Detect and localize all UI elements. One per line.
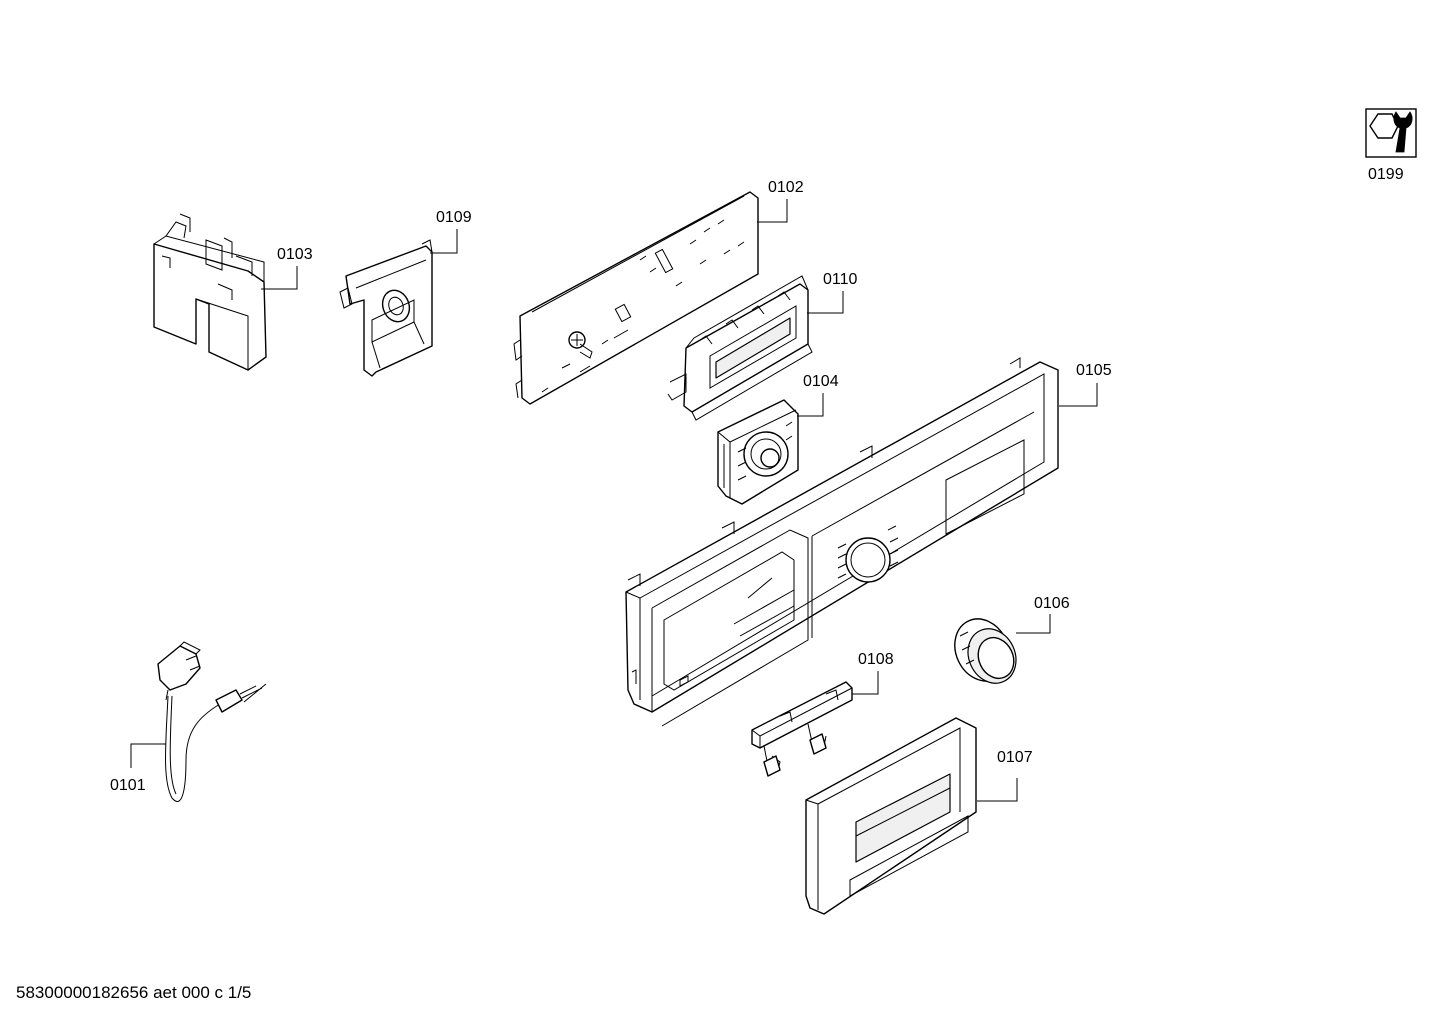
part-label-0105[interactable]: 0105 (1076, 362, 1112, 379)
part-0110-display-holder[interactable] (667, 275, 813, 421)
part-0103-module-box[interactable] (153, 213, 267, 371)
leader-0108 (852, 671, 879, 695)
part-label-0107[interactable]: 0107 (997, 749, 1033, 766)
leader-0106 (1016, 614, 1051, 634)
leader-0110 (807, 291, 844, 314)
leader-0102 (757, 199, 788, 223)
leader-0103 (261, 266, 298, 290)
part-label-0109[interactable]: 0109 (436, 209, 472, 226)
part-label-0103[interactable]: 0103 (277, 246, 313, 263)
part-0107-drawer-handle[interactable] (805, 717, 977, 915)
part-0109-bracket[interactable] (339, 239, 433, 377)
leader-0105 (1059, 383, 1098, 407)
part-label-0101[interactable]: 0101 (110, 777, 146, 794)
leader-0107 (977, 778, 1018, 802)
wrench-nut-icon[interactable] (1365, 108, 1417, 158)
document-id: 58300000182656 aet 000 c 1/5 (16, 983, 252, 1002)
part-label-0108[interactable]: 0108 (858, 651, 894, 668)
part-0106-knob[interactable] (945, 610, 1025, 691)
part-label-0106[interactable]: 0106 (1034, 595, 1070, 612)
part-label-0104[interactable]: 0104 (803, 373, 839, 390)
part-0102-control-pcb[interactable] (513, 191, 759, 405)
leader-0109 (430, 229, 458, 254)
part-0104-rotary-selector[interactable] (717, 399, 799, 505)
part-0108-small-bracket[interactable] (751, 681, 853, 777)
part-0101-power-cord[interactable] (157, 641, 267, 803)
leader-0101 (130, 743, 166, 768)
part-label-0102[interactable]: 0102 (768, 179, 804, 196)
part-0105-control-panel[interactable] (625, 357, 1059, 727)
part-label-0199[interactable]: 0199 (1368, 166, 1404, 183)
part-label-0110[interactable]: 0110 (823, 271, 858, 288)
leader-0104 (797, 393, 824, 417)
